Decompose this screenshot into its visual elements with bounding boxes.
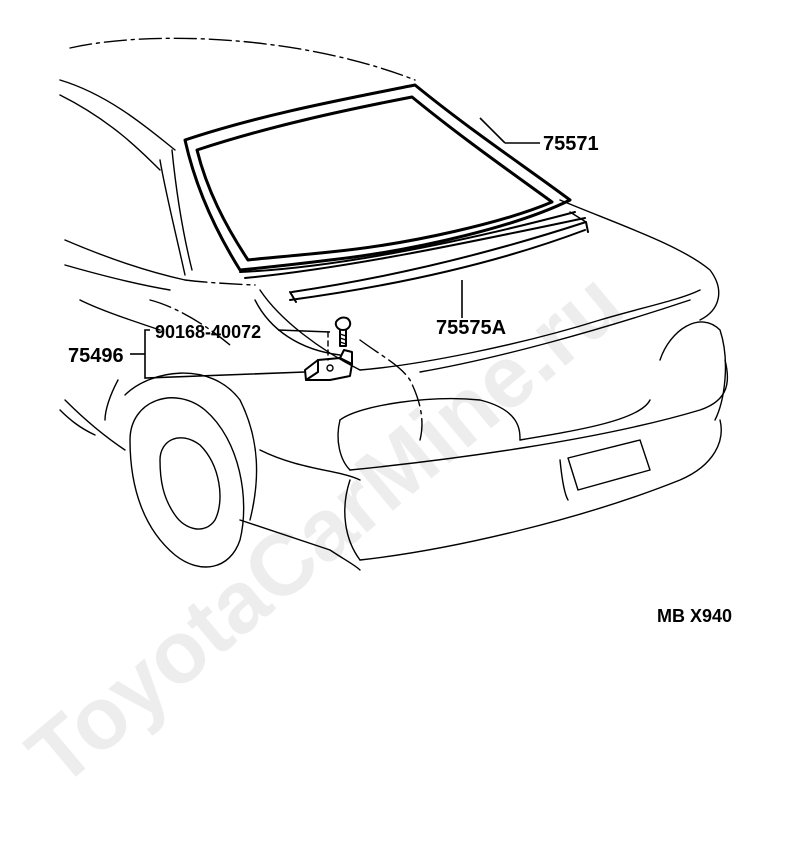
label-windshield-glass: 75571 <box>543 133 599 155</box>
diagram-code: MB X940 <box>657 606 732 626</box>
rear-window-glass <box>183 83 576 273</box>
window-molding <box>244 211 589 303</box>
car-body-outline <box>59 37 729 571</box>
leader-lines <box>130 117 540 379</box>
label-bolt: 90168-40072 <box>155 322 261 342</box>
label-clip: 75496 <box>68 345 124 367</box>
clip-hardware <box>304 316 353 381</box>
label-molding: 75575A <box>436 317 506 339</box>
